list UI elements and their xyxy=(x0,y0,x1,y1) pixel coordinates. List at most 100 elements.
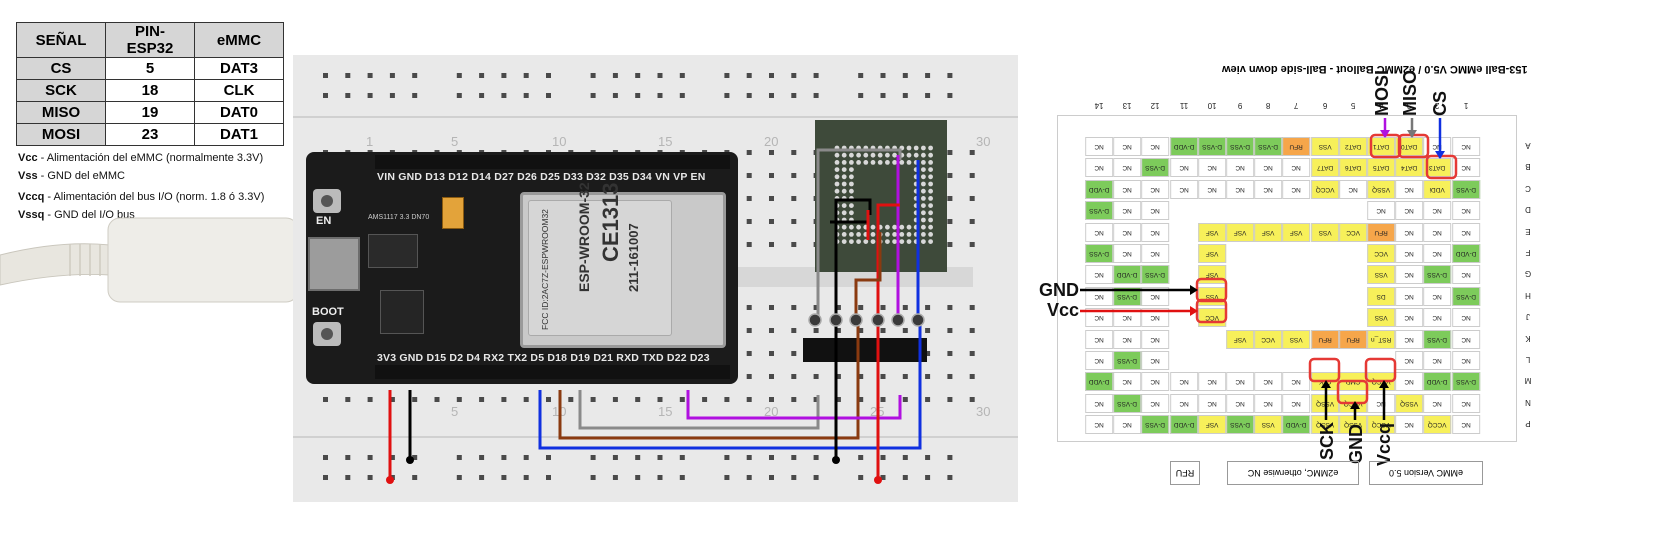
bb-hole xyxy=(657,455,663,460)
emmc-ball xyxy=(892,239,897,244)
emmc-ball xyxy=(849,224,854,230)
bb-hole xyxy=(345,397,351,402)
emmc-ball xyxy=(877,160,883,165)
bb-hole xyxy=(323,475,328,480)
bb-hole xyxy=(925,93,931,98)
bb-hole xyxy=(679,73,685,78)
emmc-ball xyxy=(928,224,933,230)
bb-hole xyxy=(657,475,663,480)
emmc-ball xyxy=(841,224,847,230)
bb-hole xyxy=(389,93,395,98)
bb-hole xyxy=(947,351,953,356)
bb-hole xyxy=(791,173,797,178)
bb-hole xyxy=(769,150,774,155)
emmc-ball xyxy=(921,188,926,194)
micro-usb-port xyxy=(308,237,360,291)
table-row: CS 5 DAT3 xyxy=(16,57,284,80)
bb-hole xyxy=(880,328,886,333)
bb-hole xyxy=(746,242,752,247)
bb-hole xyxy=(791,196,797,201)
bb-hole xyxy=(523,73,529,78)
bb-hole xyxy=(791,397,797,402)
bb-hole xyxy=(456,397,462,402)
bb-hole xyxy=(969,351,975,356)
bb-hole xyxy=(947,374,953,379)
bb-hole xyxy=(523,397,529,402)
emmc-ball xyxy=(899,160,905,165)
bb-hole xyxy=(769,173,774,178)
bb-hole xyxy=(769,305,774,310)
bb-hole xyxy=(813,475,819,480)
bb-hole xyxy=(880,73,886,78)
boot-button-cap xyxy=(321,328,333,340)
bb-hole xyxy=(323,93,328,98)
bb-hole xyxy=(635,475,641,480)
emmc-ball xyxy=(921,210,926,216)
bb-hole xyxy=(612,475,618,480)
emmc-ball xyxy=(928,181,933,187)
bb-hole xyxy=(635,73,641,78)
bb-hole xyxy=(969,374,975,379)
emmc-ball xyxy=(834,174,840,180)
emmc-ball xyxy=(841,167,847,172)
label-gnd-left: GND xyxy=(1039,280,1079,300)
bb-hole xyxy=(880,475,886,480)
bb-number: 15 xyxy=(658,404,673,419)
emmc-ball xyxy=(856,239,861,244)
legend-vcc: Vcc - Alimentación del eMMC (normalmente… xyxy=(18,152,264,164)
bb-hole xyxy=(925,397,931,402)
bb-hole xyxy=(769,374,774,379)
bb-number: 15 xyxy=(658,134,673,149)
bb-hole xyxy=(479,475,485,480)
emmc-ball xyxy=(849,210,854,216)
bb-hole xyxy=(880,374,886,379)
emmc-ball xyxy=(921,217,926,223)
bb-hole xyxy=(769,219,774,224)
emmc-ball xyxy=(841,188,847,194)
bb-hole xyxy=(412,93,418,98)
emmc-ball xyxy=(906,224,912,230)
emmc-ball xyxy=(885,232,890,237)
bb-hole xyxy=(746,328,752,333)
emmc-ball xyxy=(849,160,854,165)
bb-hole xyxy=(969,219,975,224)
bb-hole xyxy=(769,93,774,98)
bb-hole xyxy=(902,455,908,460)
bb-hole xyxy=(546,475,551,480)
bb-hole xyxy=(612,93,618,98)
bb-hole xyxy=(947,328,953,333)
emmc-ball xyxy=(928,174,933,180)
en-label: EN xyxy=(316,215,332,227)
bb-hole xyxy=(880,93,886,98)
bb-hole xyxy=(635,455,641,460)
bb-hole xyxy=(902,397,908,402)
bb-hole xyxy=(769,196,774,201)
label-cs: CS xyxy=(1430,90,1450,116)
bb-hole xyxy=(813,305,819,310)
emmc-ball xyxy=(928,239,933,244)
bb-hole xyxy=(323,73,328,78)
bb-hole xyxy=(412,455,418,460)
emmc-ball xyxy=(863,239,869,244)
bb-hole xyxy=(902,475,908,480)
bb-hole xyxy=(456,475,462,480)
emmc-ball xyxy=(921,174,926,180)
bb-hole xyxy=(947,242,953,247)
emmc-ball xyxy=(863,152,869,158)
bb-hole xyxy=(969,242,975,247)
bb-hole xyxy=(880,305,886,310)
emmc-ball xyxy=(841,152,847,158)
emmc-ball xyxy=(849,174,854,180)
bb-hole xyxy=(791,150,797,155)
bb-hole xyxy=(791,242,797,247)
bb-hole xyxy=(389,397,395,402)
emmc-ball xyxy=(885,160,890,165)
bb-hole xyxy=(835,328,841,333)
bb-hole xyxy=(679,455,685,460)
bb-hole xyxy=(479,93,485,98)
bb-hole xyxy=(835,374,841,379)
bb-hole xyxy=(635,93,641,98)
bb-hole xyxy=(568,397,574,402)
bb-hole xyxy=(947,475,953,480)
legend-vccq: Vccq - Alimentación del bus I/O (norm. 1… xyxy=(18,191,265,203)
